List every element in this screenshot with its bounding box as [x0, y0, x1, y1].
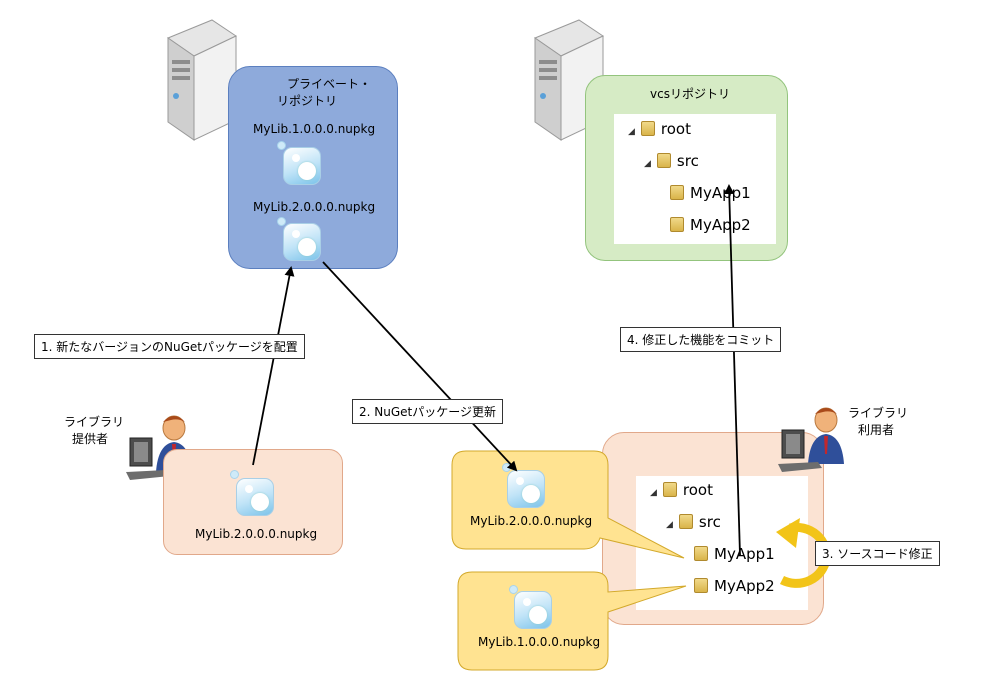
folder-icon	[670, 217, 684, 232]
consumer-person-icon	[778, 402, 850, 474]
provider-pkg-label: MyLib.2.0.0.0.nupkg	[195, 527, 318, 541]
vcs-tree: ◢root ◢src MyApp1 MyApp2	[614, 114, 776, 244]
arrow-step1	[252, 266, 295, 466]
provider-area: MyLib.2.0.0.0.nupkg	[163, 449, 343, 555]
folder-icon	[662, 482, 677, 497]
folder-icon	[694, 578, 708, 593]
callout-bottom-label: MyLib.1.0.0.0.nupkg	[478, 635, 601, 649]
private-repository: プライベート・ リポジトリ MyLib.1.0.0.0.nupkg MyLib.…	[228, 66, 398, 269]
tree-item-myapp2[interactable]: MyApp2	[694, 577, 775, 595]
nuget-package-icon	[514, 591, 552, 629]
nuget-package-icon	[507, 470, 545, 508]
tree-item-root[interactable]: ◢root	[628, 120, 691, 138]
step4-label: 4. 修正した機能をコミット	[620, 327, 782, 352]
provider-label-1: ライブラリ	[64, 415, 125, 429]
folder-icon	[656, 153, 671, 168]
callout-top-label: MyLib.2.0.0.0.nupkg	[470, 514, 593, 528]
tree-item-myapp1[interactable]: MyApp1	[694, 545, 775, 563]
step3-label: 3. ソースコード修正	[815, 541, 940, 566]
folder-icon	[670, 185, 684, 200]
private-server-icon	[160, 16, 240, 144]
tree-item-root[interactable]: ◢root	[650, 481, 713, 499]
private-repo-title-1: プライベート・	[287, 77, 372, 91]
private-pkg-2-label: MyLib.2.0.0.0.nupkg	[253, 200, 376, 214]
vcs-repository: vcsリポジトリ ◢root ◢src MyApp1 MyApp2	[585, 75, 788, 261]
tree-item-src[interactable]: ◢src	[666, 513, 721, 531]
folder-icon	[640, 121, 655, 136]
nuget-package-icon	[283, 147, 321, 185]
private-pkg-1-label: MyLib.1.0.0.0.nupkg	[253, 122, 376, 136]
arrow-step4	[724, 184, 741, 556]
step1-label: 1. 新たなバージョンのNuGetパッケージを配置	[34, 334, 305, 359]
nuget-package-icon	[283, 223, 321, 261]
folder-icon	[694, 546, 708, 561]
tree-item-src[interactable]: ◢src	[644, 152, 699, 170]
tree-item-myapp1[interactable]: MyApp1	[670, 184, 751, 202]
vcs-repo-title: vcsリポジトリ	[650, 87, 730, 101]
arrow-step2	[322, 261, 518, 472]
folder-icon	[678, 514, 693, 529]
private-repo-title-2: リポジトリ	[277, 94, 338, 108]
consumer-label-2: 利用者	[858, 423, 895, 437]
tree-item-myapp2[interactable]: MyApp2	[670, 216, 751, 234]
nuget-package-icon	[236, 478, 274, 516]
provider-label-2: 提供者	[72, 432, 109, 446]
step2-label: 2. NuGetパッケージ更新	[352, 399, 503, 424]
consumer-label-1: ライブラリ	[848, 406, 909, 420]
